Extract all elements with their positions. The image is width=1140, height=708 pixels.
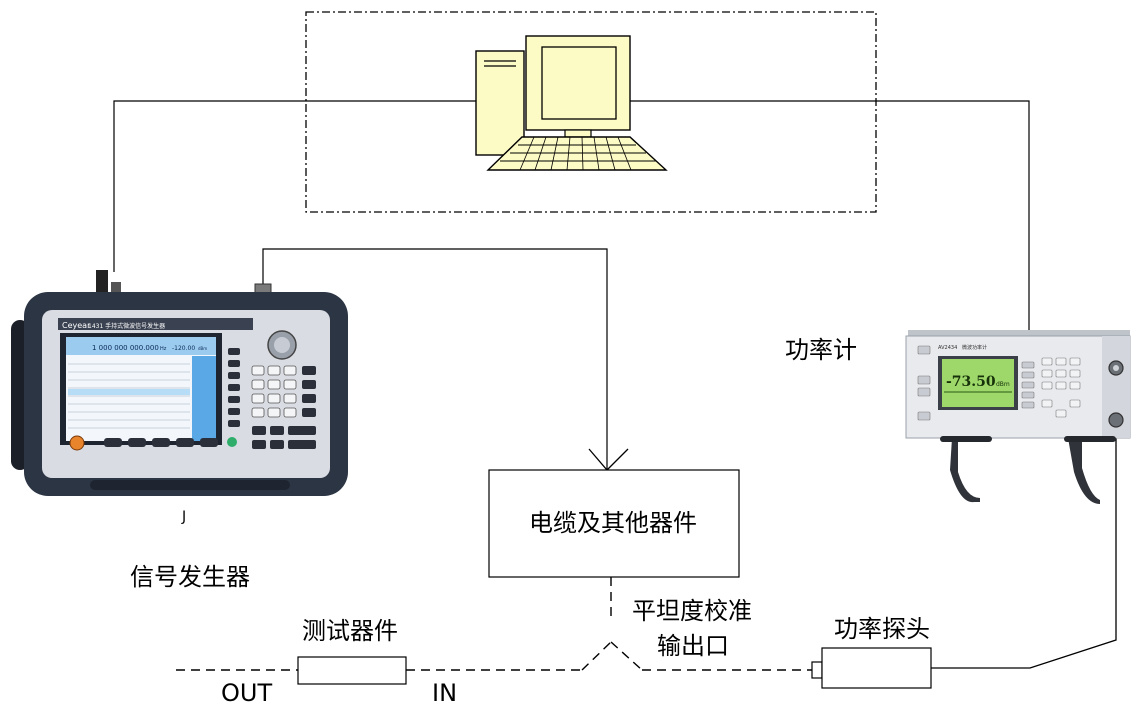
pm-left-foot [942, 438, 980, 503]
pc-to-signal-generator-cable [113, 100, 476, 272]
sg-power-button [69, 435, 85, 451]
sg-bottom-function-keys [104, 438, 218, 447]
sg-unit-keys [302, 366, 316, 417]
computer-enclosure [305, 11, 877, 213]
sg-amplitude-unit: dBm [198, 346, 207, 351]
power-probe-label: 功率探头 [834, 615, 930, 643]
pc-to-power-meter-cable [630, 100, 1030, 330]
flatness-port-label-line2: 输出口 [657, 632, 729, 660]
probe-connector [811, 661, 823, 679]
sg-green-key [227, 437, 237, 447]
sg-model-text: 1431 手持式微波信号发生器 [88, 322, 165, 330]
cable-box-label: 电缆及其他器件 [529, 509, 697, 537]
device-under-test-box [297, 656, 407, 685]
power-probe-cable [931, 376, 1117, 669]
pm-connector-center [1113, 365, 1119, 371]
pm-screen [942, 359, 1014, 407]
computer-tower [475, 50, 525, 156]
sg-screen-table-rows [68, 363, 190, 429]
flatness-port-label-line1: 平坦度校准 [632, 597, 752, 625]
pm-model: AV2434 [938, 345, 957, 351]
out-port-label: OUT [221, 679, 273, 707]
pm-top-rail [908, 330, 1130, 338]
sg-frequency-unit: Hz [160, 346, 167, 352]
signal-generator-device: Ceyear 1431 手持式微波信号发生器 1 000 000 000.000… [11, 270, 348, 496]
pm-aux-connector [1108, 412, 1124, 428]
pm-left-foot-pad [940, 436, 992, 442]
power-probe-body [821, 647, 932, 689]
stray-mark: J [182, 509, 187, 525]
pm-left-buttons [917, 345, 931, 421]
sg-screen-header [66, 337, 216, 355]
sg-screen-highlight-row [68, 389, 190, 395]
sg-brand: Ceyear [62, 321, 91, 330]
power-meter-label: 功率计 [785, 336, 857, 364]
monitor-screen [541, 46, 617, 120]
sg-lower-right-keys [252, 426, 316, 449]
sg-brand-strip [58, 318, 253, 330]
signal-generator-rf-output-cable [262, 248, 608, 470]
sg-amplitude-readout: -120.00 [172, 345, 195, 352]
pm-reading: -73.50 [946, 374, 996, 390]
pm-softkeys [1021, 361, 1035, 409]
pm-right-foot [1068, 438, 1100, 504]
cable-arrowhead [588, 448, 629, 471]
sg-side-softkeys [228, 348, 240, 427]
sg-softkey-column [192, 356, 216, 441]
pm-keypad [1041, 357, 1081, 418]
pm-reading-unit: dBm [996, 381, 1010, 388]
in-port-label: IN [432, 679, 458, 707]
pm-name: 微波功率计 [962, 344, 987, 351]
computer [475, 35, 668, 171]
cable-and-components-box [488, 469, 740, 578]
power-meter-device: AV2434 微波功率计 -73.50 dBm [905, 330, 1131, 504]
pm-right-foot-pad [1064, 436, 1116, 442]
keyboard-key-columns [519, 136, 632, 171]
sg-frequency-readout: 1 000 000 000.000 [92, 344, 159, 352]
sg-rotary-knob-center [274, 337, 290, 353]
flatness-left-branch [581, 641, 612, 671]
flatness-right-branch [610, 641, 643, 671]
dut-label: 测试器件 [302, 617, 398, 645]
monitor-neck [564, 129, 592, 138]
sg-keypad [251, 365, 297, 418]
signal-generator-label: 信号发生器 [130, 563, 250, 591]
sg-bottom-bumper [90, 480, 290, 490]
